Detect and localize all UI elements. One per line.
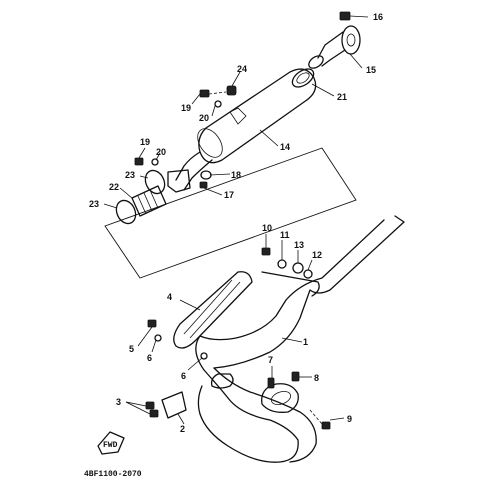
part-23-clamp-lower: [103, 199, 137, 225]
part-19-bolt-lower: [134, 147, 146, 166]
callout-5: 5: [129, 344, 134, 354]
callout-9: 9: [347, 414, 352, 424]
callout-20-upper: 20: [199, 113, 209, 123]
part-11-collar: [277, 240, 287, 269]
callout-2: 2: [180, 424, 185, 434]
callout-11: 11: [280, 230, 290, 240]
callout-6-upper: 6: [147, 353, 152, 363]
part-20-washer-upper: [211, 100, 222, 117]
callout-19-lower: 19: [140, 137, 150, 147]
part-17-collar: [199, 181, 223, 196]
part-13-damper: [292, 250, 304, 274]
part-18-damper: [200, 170, 231, 180]
callout-4: 4: [167, 292, 172, 302]
part-2-bracket: [161, 391, 187, 425]
callout-20-lower: 20: [156, 147, 166, 157]
part-9-nut: [309, 409, 345, 430]
front-badge-label: FWD: [103, 441, 118, 450]
callout-15: 15: [366, 65, 376, 75]
part-14-silencer: [175, 68, 317, 191]
part-15-tail-pipe: [308, 25, 363, 69]
part-6-washer-upper: [151, 334, 162, 353]
callout-17: 17: [224, 190, 234, 200]
callout-24: 24: [237, 64, 247, 74]
callout-14: 14: [280, 142, 290, 152]
part-20-washer-lower: [151, 152, 161, 166]
callout-10: 10: [262, 223, 272, 233]
part-16-bolt: [339, 11, 369, 21]
part-7-stud: [267, 366, 275, 389]
part-8-spring: [291, 371, 312, 382]
part-24-collar-upper: [226, 71, 241, 96]
part-19-bolt-upper: [191, 89, 227, 105]
silencer-group-frame: [104, 147, 357, 279]
callout-19-upper: 19: [181, 103, 191, 113]
part-6-washer-lower: [187, 352, 208, 371]
front-direction-badge: FWD: [97, 431, 125, 455]
part-10-bolt: [261, 234, 271, 256]
callout-3: 3: [116, 397, 121, 407]
part-23-clamp-upper: [139, 169, 166, 195]
callout-1: 1: [303, 337, 308, 347]
callout-13: 13: [294, 240, 304, 250]
part-3-bolts: [125, 401, 159, 418]
callout-6-lower: 6: [181, 371, 186, 381]
callout-23-lower: 23: [89, 199, 99, 209]
diagram-code: 4BF1100-2070: [84, 470, 142, 479]
callout-12: 12: [312, 250, 322, 260]
callout-22: 22: [109, 182, 119, 192]
part-1-exhaust-pipe: [195, 215, 405, 463]
part-12-washer: [303, 259, 313, 279]
part-5-bolt: [137, 319, 157, 347]
callout-18: 18: [231, 170, 241, 180]
callout-7: 7: [268, 355, 273, 365]
callout-8: 8: [314, 373, 319, 383]
callout-21: 21: [337, 92, 347, 102]
part-4-protector: [173, 271, 253, 349]
callout-16: 16: [373, 12, 383, 22]
silencer-bracket: [167, 169, 191, 193]
callout-23-upper: 23: [125, 170, 135, 180]
